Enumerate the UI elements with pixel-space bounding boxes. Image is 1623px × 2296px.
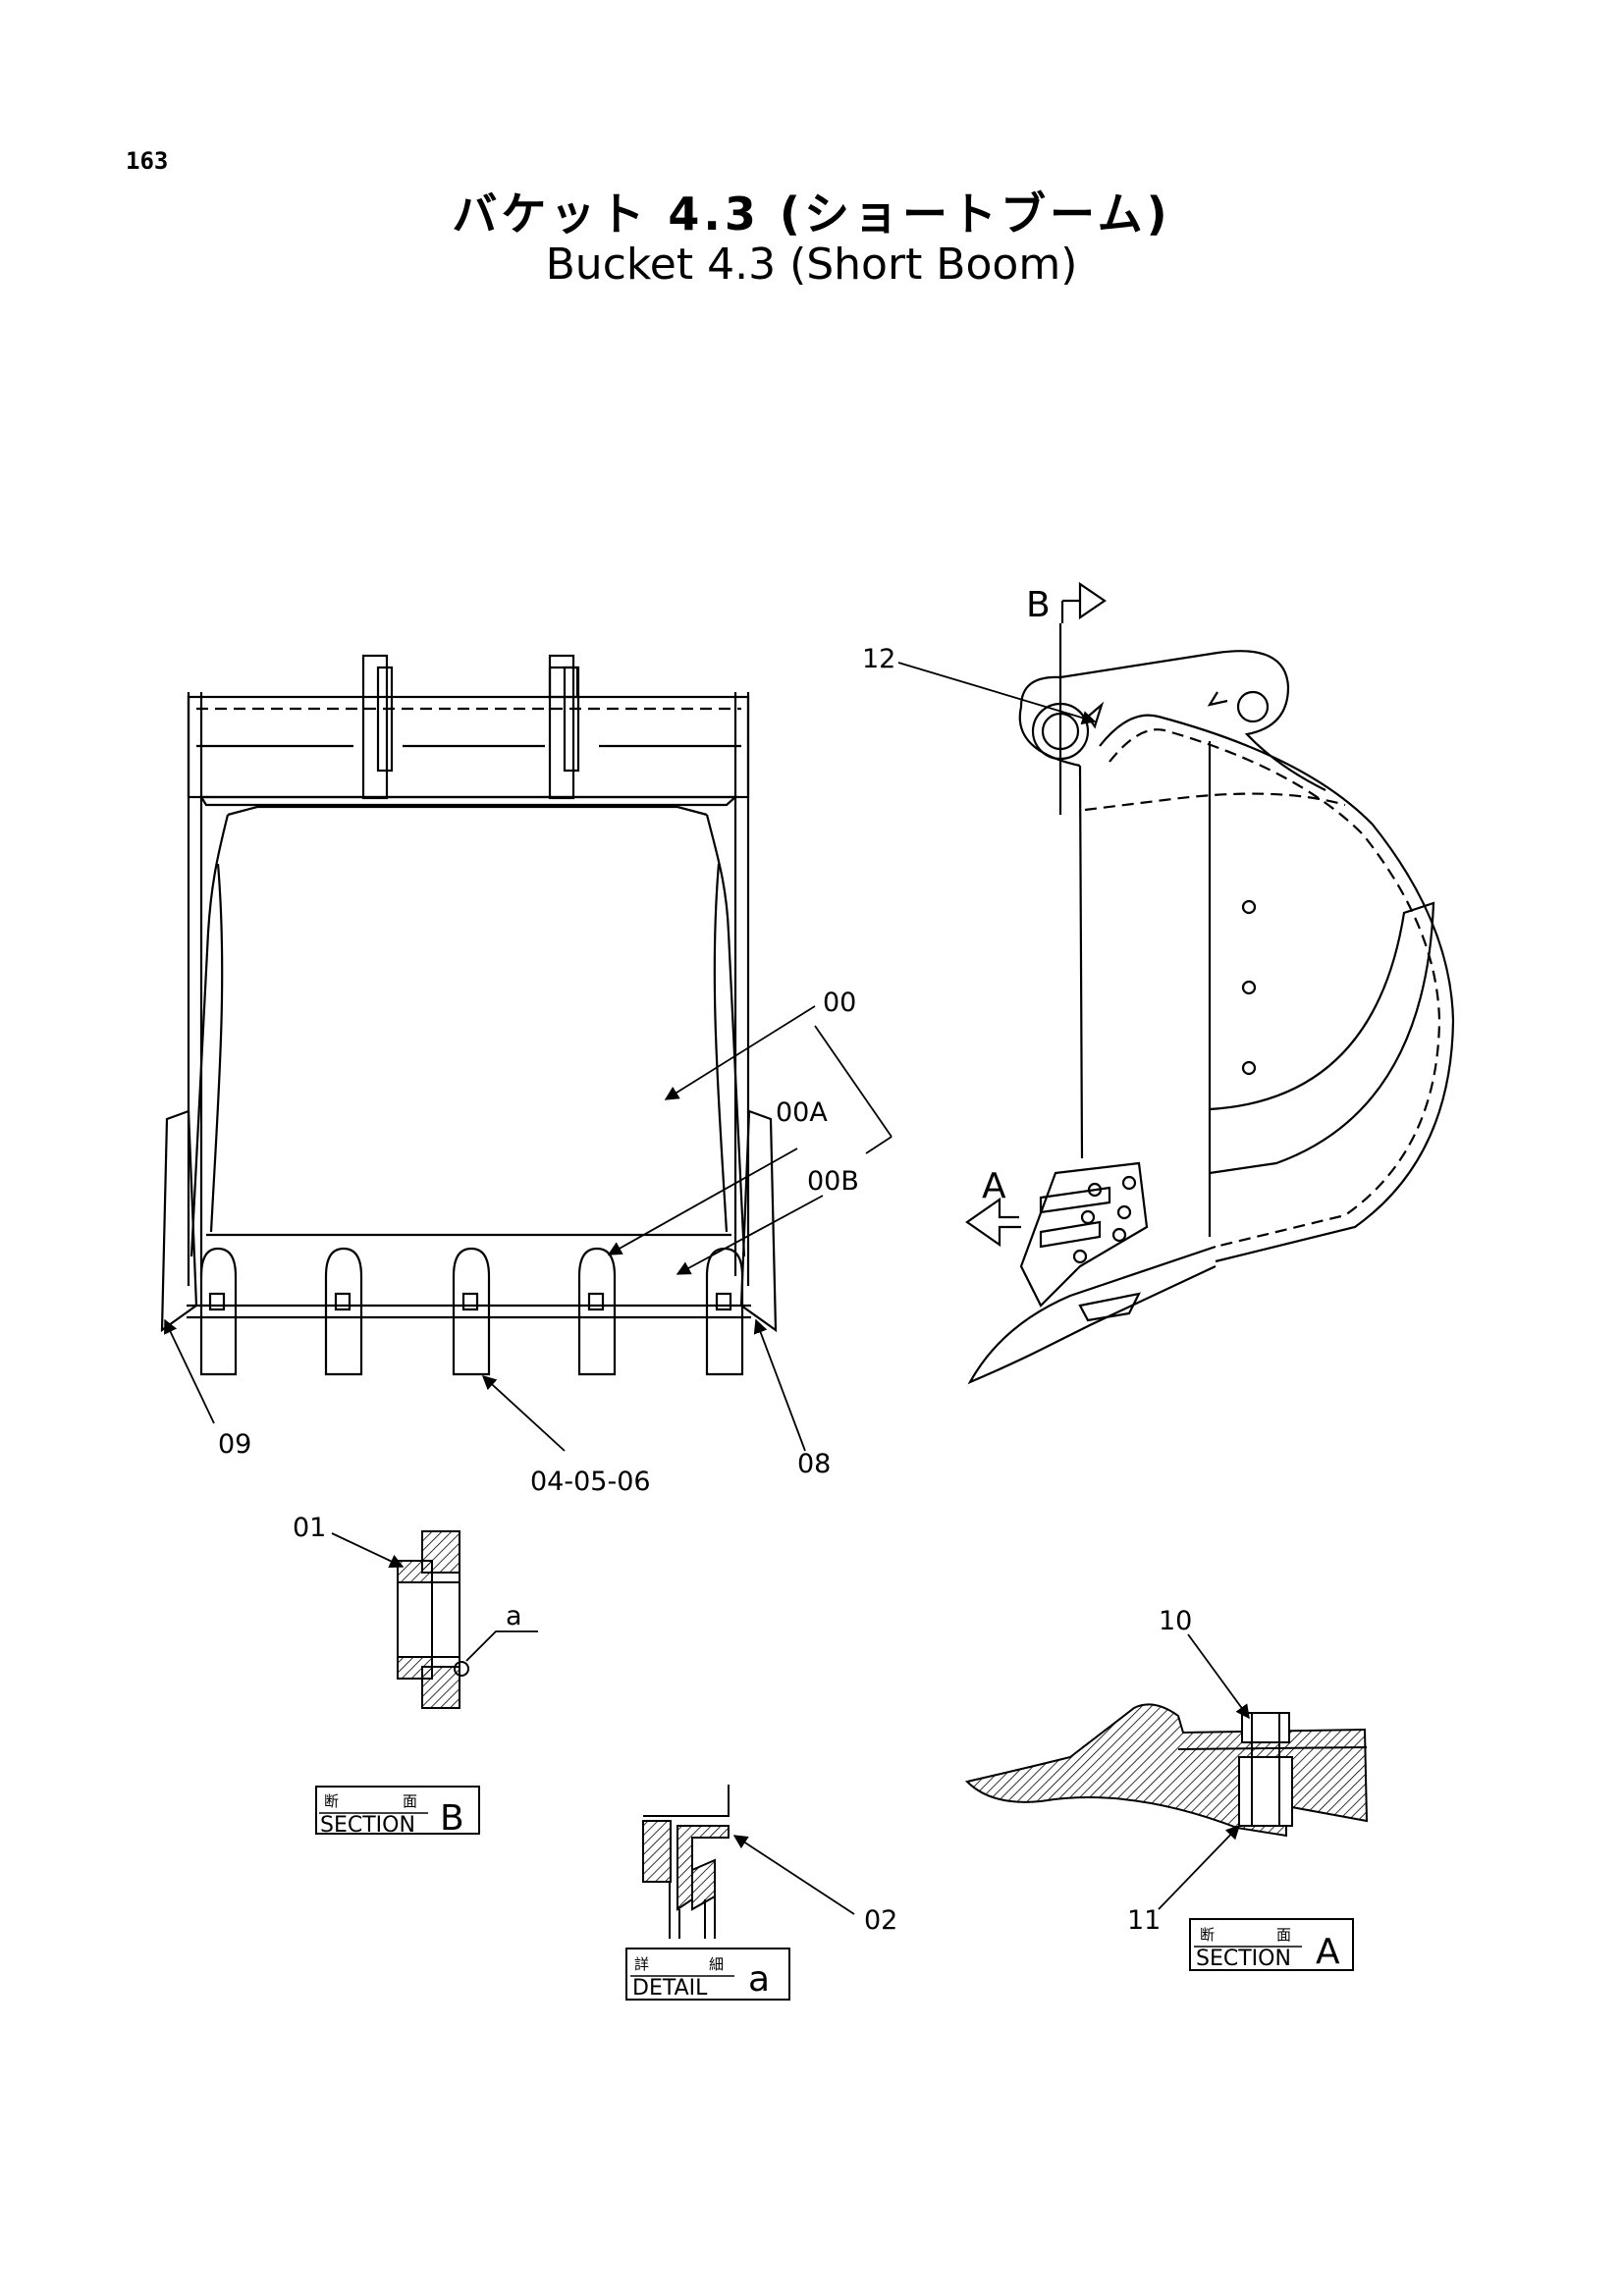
- callout-00a: 00A: [776, 1097, 828, 1128]
- callout-08: 08: [797, 1449, 831, 1479]
- callout-01: 01: [293, 1513, 326, 1543]
- title-japanese: バケット 4.3 (ショートブーム): [452, 187, 1171, 240]
- section-b-jp-1: 断: [324, 1792, 339, 1810]
- detail-a-leaders: [732, 1835, 855, 1915]
- callout-10: 10: [1159, 1606, 1192, 1636]
- title-english: Bucket 4.3 (Short Boom): [545, 240, 1078, 290]
- callout-11: 11: [1127, 1905, 1161, 1936]
- bucket-front-view: [160, 654, 778, 1376]
- section-a-label: 断 面 SECTION A: [1189, 1918, 1354, 1972]
- view-marker-a: A: [982, 1166, 1006, 1206]
- detail-a-jp-2: 細: [709, 1955, 724, 1973]
- section-a-en: SECTION: [1196, 1947, 1291, 1971]
- section-b-en: SECTION: [320, 1813, 415, 1838]
- section-b-label: 断 面 SECTION B: [315, 1786, 480, 1839]
- callout-09: 09: [218, 1429, 251, 1460]
- detail-a-letter: a: [748, 1959, 770, 2000]
- callout-00: 00: [823, 988, 856, 1018]
- section-b-drawing: [397, 1530, 469, 1709]
- bucket-teeth: [199, 1247, 744, 1376]
- side-view-leaders: [897, 662, 1097, 725]
- front-view-leaders: [164, 1005, 893, 1452]
- bucket-side-view: [965, 581, 1455, 1385]
- section-a-letter: A: [1316, 1932, 1340, 1972]
- section-b-letter: B: [440, 1798, 464, 1839]
- section-a-jp-2: 面: [1276, 1926, 1291, 1944]
- section-b-jp-2: 面: [403, 1792, 417, 1810]
- detail-a-en: DETAIL: [632, 1976, 708, 2001]
- detail-a-label: 詳 細 DETAIL a: [625, 1948, 790, 2001]
- page-number: 163: [126, 147, 169, 175]
- section-a-jp-1: 断: [1200, 1926, 1215, 1944]
- callout-02: 02: [864, 1905, 897, 1936]
- callout-00b: 00B: [807, 1166, 859, 1197]
- detail-a-drawing: [642, 1785, 730, 1939]
- section-b-leaders: [331, 1532, 538, 1662]
- view-marker-b: B: [1026, 585, 1051, 625]
- callout-12: 12: [862, 644, 895, 674]
- section-a-leaders: [1158, 1633, 1250, 1910]
- callout-a: a: [506, 1601, 522, 1631]
- detail-a-jp-1: 詳: [634, 1955, 649, 1973]
- section-a-drawing: [965, 1703, 1369, 1838]
- callout-04-05-06: 04-05-06: [530, 1467, 651, 1497]
